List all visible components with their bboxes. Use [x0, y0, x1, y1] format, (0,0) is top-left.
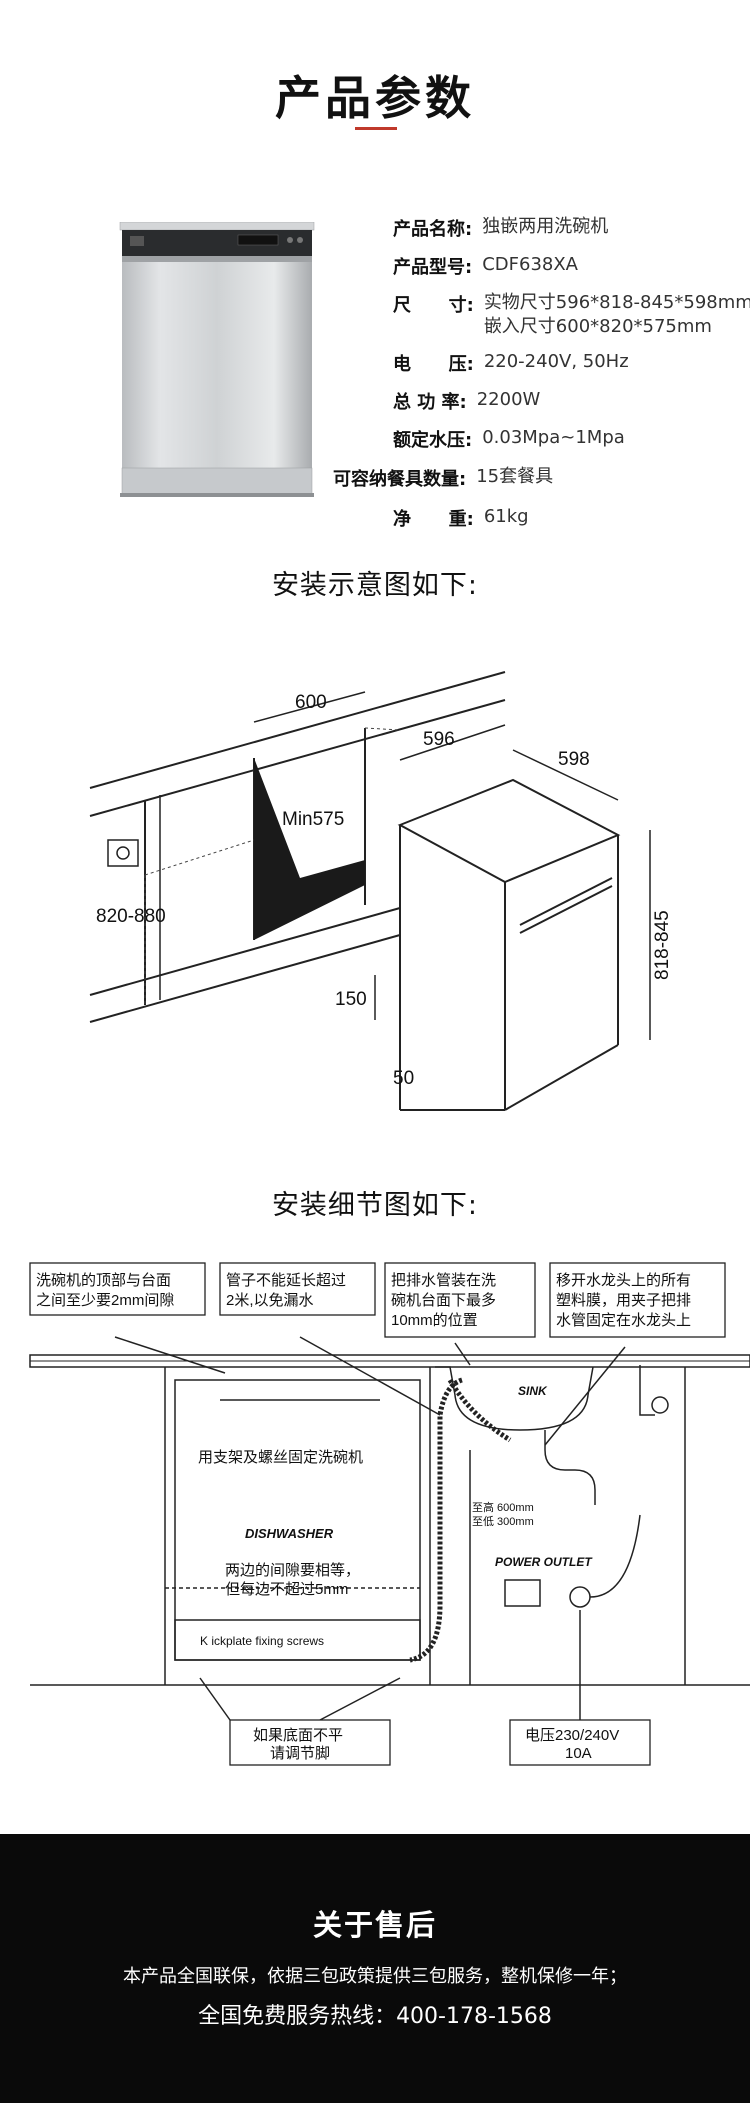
spec-label: 额定水压: — [393, 430, 473, 451]
sink-label: SINK — [518, 1384, 548, 1398]
spec-row-model: 产品型号: CDF638XA — [393, 253, 578, 279]
footer-hotline-text: 全国免费服务热线：400-178-1568 — [198, 2004, 552, 2029]
spec-row-weight: 净 重: 61kg — [393, 505, 529, 531]
spec-value: 220-240V, 50Hz — [483, 351, 629, 372]
page-title: 产品参数 — [275, 71, 475, 125]
spec-label: 总 功 率: — [393, 392, 467, 413]
spec-row-pressure: 额定水压: 0.03Mpa~1Mpa — [393, 426, 625, 452]
spec-label: 净 重: — [393, 509, 474, 530]
spec-value: 实物尺寸596*818-845*598mm 嵌入尺寸600*820*575mm — [483, 292, 750, 337]
dishwasher-product-image — [119, 222, 315, 497]
detail-diagram: 洗碗机的顶部与台面 之间至少要2mm间隙 管子不能延长超过 2米,以免漏水 把排… — [29, 1262, 750, 1766]
spec-row-name: 产品名称: 独嵌两用洗碗机 — [393, 215, 608, 241]
dim-596-label: 596 — [423, 729, 455, 750]
feet-callout-line2: 请调节脚 — [270, 1745, 330, 1762]
dim-600-label: 600 — [295, 692, 327, 713]
dim-150-label: 150 — [335, 989, 367, 1010]
dishwasher-label: DISHWASHER — [245, 1526, 334, 1541]
recess-shadow — [254, 758, 365, 940]
dim-820-880-label: 820-880 — [96, 906, 166, 927]
spec-label: 尺 寸: — [393, 295, 474, 316]
height-label-line2: 至低 300mm — [472, 1515, 534, 1528]
spec-value: 15套餐具 — [476, 466, 554, 487]
callout-drain-line3: 10mm的位置 — [391, 1312, 478, 1329]
install-diagram-heading: 安装示意图如下: — [271, 570, 479, 601]
footer-warranty-text: 本产品全国联保，依据三包政策提供三包服务，整机保修一年； — [123, 1966, 627, 1987]
spec-value: 2200W — [476, 389, 541, 410]
spec-value: 0.03Mpa~1Mpa — [482, 427, 625, 448]
callout-hose-line2: 2米,以免漏水 — [226, 1292, 314, 1309]
power-outlet-label: POWER OUTLET — [495, 1555, 593, 1569]
install-diagram: 600 596 598 Min575 820-880 818-845 150 5… — [89, 671, 673, 1111]
spec-row-size: 尺 寸: 实物尺寸596*818-845*598mm 嵌入尺寸600*820*5… — [393, 291, 750, 339]
dim-50-label: 50 — [393, 1068, 414, 1089]
gap-label-line1: 两边的间隙要相等， — [225, 1561, 360, 1579]
callout-drain-line2: 碗机台面下最多 — [391, 1292, 496, 1309]
callout-gap-line1: 洗碗机的顶部与台面 — [36, 1272, 171, 1289]
spec-label: 产品名称: — [393, 219, 473, 240]
spec-label: 可容纳餐具数量: — [333, 469, 467, 490]
voltage-callout-line1: 电压230/240V — [525, 1727, 619, 1744]
footer-title: 关于售后 — [312, 1908, 437, 1942]
spec-row-capacity: 可容纳餐具数量: 15套餐具 — [333, 465, 553, 491]
callout-drain-line1: 把排水管装在洗 — [391, 1272, 496, 1289]
voltage-callout-line2: 10A — [565, 1745, 592, 1762]
feet-callout-line1: 如果底面不平 — [253, 1727, 343, 1744]
callout-hose-line1: 管子不能延长超过 — [226, 1272, 346, 1289]
callout-faucet-line2: 塑料膜，用夹子把排 — [556, 1292, 691, 1309]
after-sales-footer: 关于售后 本产品全国联保，依据三包政策提供三包服务，整机保修一年； 全国免费服务… — [0, 1834, 750, 2103]
spec-value: CDF638XA — [482, 254, 578, 275]
spec-value: 独嵌两用洗碗机 — [482, 216, 609, 237]
wall-socket-icon — [107, 839, 139, 867]
callout-faucet-line1: 移开水龙头上的所有 — [556, 1272, 691, 1289]
spec-row-power: 总 功 率: 2200W — [393, 388, 540, 414]
height-label-line1: 至高 600mm — [472, 1500, 534, 1514]
detail-diagram-heading: 安装细节图如下: — [271, 1190, 479, 1221]
spec-label: 产品型号: — [393, 257, 473, 278]
bracket-label: 用支架及螺丝固定洗碗机 — [198, 1449, 363, 1466]
callout-faucet-line3: 水管固定在水龙头上 — [556, 1312, 691, 1329]
dim-598-label: 598 — [558, 749, 590, 770]
spec-value: 61kg — [483, 506, 529, 527]
spec-row-voltage: 电 压: 220-240V, 50Hz — [393, 350, 629, 376]
title-underline — [355, 127, 397, 130]
spec-label: 电 压: — [393, 354, 474, 375]
gap-label-line2: 但每边不超过5mm — [225, 1581, 348, 1598]
dim-min575-label: Min575 — [282, 809, 344, 830]
callout-gap-line2: 之间至少要2mm间隙 — [36, 1292, 174, 1309]
kickplate-label: K ickplate fixing screws — [200, 1634, 324, 1648]
dim-818-845-label: 818-845 — [652, 910, 673, 980]
